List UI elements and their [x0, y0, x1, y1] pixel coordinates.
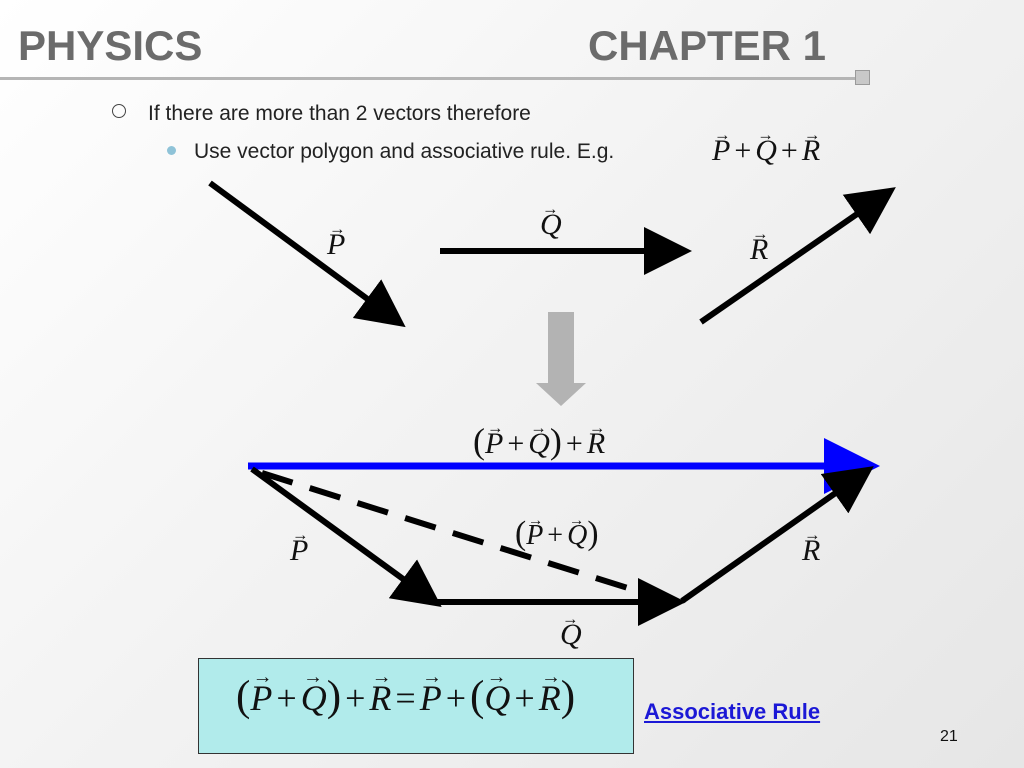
- example-formula: P+Q+R: [712, 125, 821, 168]
- label-q-text: Q: [301, 666, 327, 719]
- down-arrow-icon: [536, 312, 586, 406]
- label-r-text: R: [539, 666, 561, 719]
- plus-sign: +: [276, 678, 297, 718]
- label-r-top: R: [750, 224, 769, 267]
- dot-bullet-icon: [167, 146, 176, 155]
- plus-sign: +: [547, 520, 564, 551]
- bullet-level1: If there are more than 2 vectors therefo…: [112, 102, 531, 126]
- label-r-polygon: R: [802, 525, 821, 568]
- vector-q: Q: [755, 125, 777, 168]
- associative-rule-label: Associative Rule: [644, 699, 821, 724]
- bullet-level2-text: Use vector polygon and associative rule.…: [194, 140, 615, 163]
- label-p-text: P: [327, 219, 346, 262]
- plus-sign: +: [734, 134, 752, 167]
- label-q-text: Q: [528, 418, 550, 461]
- p-plus-q-dashed-line: [261, 470, 667, 603]
- header-divider: [0, 77, 860, 80]
- label-r-text: R: [802, 525, 821, 568]
- label-q-top: Q: [540, 199, 562, 242]
- label-p-text: P: [485, 418, 504, 461]
- page-number: 21: [940, 728, 958, 745]
- label-r-text: R: [369, 666, 391, 719]
- label-resultant: (P+Q)+R: [473, 418, 606, 462]
- plus-sign: +: [565, 427, 583, 460]
- label-p-text: P: [420, 666, 442, 719]
- associative-equation: (P+Q)+R=P+(Q+R): [236, 666, 575, 721]
- label-p-top: P: [327, 219, 346, 262]
- label-p-text: P: [526, 512, 543, 552]
- label-r-text: R: [587, 418, 606, 461]
- header-square-icon: [855, 70, 870, 85]
- slide-header-subject: PHYSICS: [18, 22, 203, 69]
- label-q-text: Q: [567, 512, 587, 552]
- bullet-level2: Use vector polygon and associative rule.…: [167, 140, 614, 164]
- label-q-text: Q: [484, 666, 510, 719]
- vector-r: R: [802, 125, 821, 168]
- plus-sign: +: [507, 427, 525, 460]
- slide-header-chapter: CHAPTER 1: [588, 22, 827, 69]
- polygon-p-arrow: [250, 466, 442, 608]
- label-p-text: P: [290, 525, 309, 568]
- polygon-r-arrow: [680, 466, 874, 604]
- plus-sign: +: [780, 134, 798, 167]
- vector-p: P: [712, 125, 731, 168]
- label-p-polygon: P: [290, 525, 309, 568]
- label-r-text: R: [750, 224, 769, 267]
- plus-sign: +: [514, 678, 535, 718]
- label-q-text: Q: [540, 199, 562, 242]
- label-q-text: Q: [560, 609, 582, 652]
- bullet-level1-text: If there are more than 2 vectors therefo…: [148, 102, 531, 125]
- label-q-polygon: Q: [560, 609, 582, 652]
- plus-sign: +: [445, 678, 467, 718]
- label-p-text: P: [250, 666, 272, 719]
- label-p-plus-q: (P+Q): [515, 512, 599, 553]
- vector-r-arrow: [699, 187, 896, 325]
- hollow-circle-bullet-icon: [112, 104, 126, 118]
- plus-sign: +: [345, 678, 366, 718]
- vector-p-arrow: [208, 180, 406, 328]
- equals-sign: =: [395, 678, 416, 718]
